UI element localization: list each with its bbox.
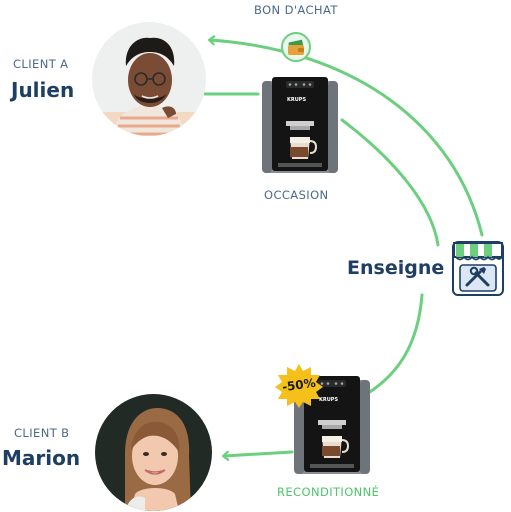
used-machine-brand: KRUPS <box>287 97 307 103</box>
wallet-cash-icon <box>281 32 311 62</box>
used-coffee-machine <box>258 75 342 175</box>
refurbished-coffee-machine <box>290 372 374 476</box>
client-a-tag: CLIENT A <box>13 57 69 71</box>
voucher-label: BON D'ACHAT <box>254 3 338 17</box>
store-tools-icon <box>450 239 506 297</box>
used-machine-label: OCCASION <box>264 188 329 202</box>
arrow-machine-to-retailer <box>340 118 440 247</box>
discount-starburst-icon <box>274 363 324 409</box>
arrow-retailer-to-refurbished <box>363 293 424 397</box>
refurbished-machine-label: RECONDITIONNÉ <box>277 485 380 499</box>
client-b-tag: CLIENT B <box>14 426 70 440</box>
arrow-refurbished-to-client-b <box>224 450 294 456</box>
retailer-label: Enseigne <box>347 257 445 279</box>
client-a-avatar <box>92 22 206 136</box>
client-b-name: Marion <box>2 446 81 470</box>
client-a-name: Julien <box>11 78 75 102</box>
refurbished-machine-brand: KRUPS <box>319 397 339 403</box>
client-b-avatar <box>95 394 212 511</box>
arrow-retailer-to-client-a <box>210 40 484 237</box>
